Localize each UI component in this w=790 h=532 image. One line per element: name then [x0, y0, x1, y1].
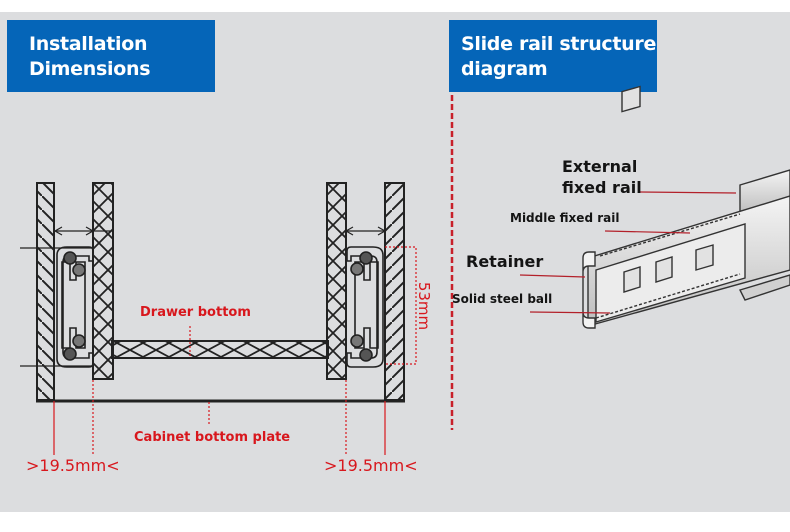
- part-leader-lines: [519, 191, 737, 314]
- left-cabinet-wall: [36, 182, 55, 401]
- slide-rail-structure-title: Slide rail structure diagram: [449, 20, 657, 92]
- left-gap-arrow: [20, 226, 112, 367]
- slide-rail-illustration: [582, 85, 790, 329]
- height-dimension: 53mm: [415, 281, 434, 331]
- cabinet-bottom-plate-label: Cabinet bottom plate: [134, 430, 291, 445]
- external-fixed-rail-line2: fixed rail: [562, 178, 642, 197]
- external-fixed-rail-label: External fixed rail: [562, 156, 642, 198]
- right-cabinet-wall: [384, 182, 405, 401]
- title-line-2: diagram: [461, 58, 548, 80]
- left-clearance-dimension: >19.5mm<: [26, 456, 120, 475]
- left-rail-section: [56, 246, 94, 368]
- right-rail-section: [346, 246, 384, 368]
- middle-fixed-rail-label: Middle fixed rail: [510, 211, 620, 225]
- external-fixed-rail-line1: External: [562, 157, 638, 176]
- left-drawer-side: [92, 182, 114, 380]
- title-line-1: Slide rail structure: [461, 33, 657, 55]
- solid-steel-ball-label: Solid steel ball: [452, 292, 553, 306]
- drawer-bottom-label: Drawer bottom: [140, 305, 251, 320]
- red-leader-lines: [53, 246, 417, 455]
- right-clearance-dimension: >19.5mm<: [324, 456, 418, 475]
- title-line-2: Dimensions: [29, 58, 151, 80]
- retainer-label: Retainer: [466, 252, 544, 271]
- installation-dimensions-title: Installation Dimensions: [7, 20, 215, 92]
- right-gap-arrow: [344, 226, 387, 236]
- drawer-bottom-board: [111, 340, 329, 359]
- title-line-1: Installation: [29, 33, 148, 55]
- right-drawer-side: [326, 182, 347, 380]
